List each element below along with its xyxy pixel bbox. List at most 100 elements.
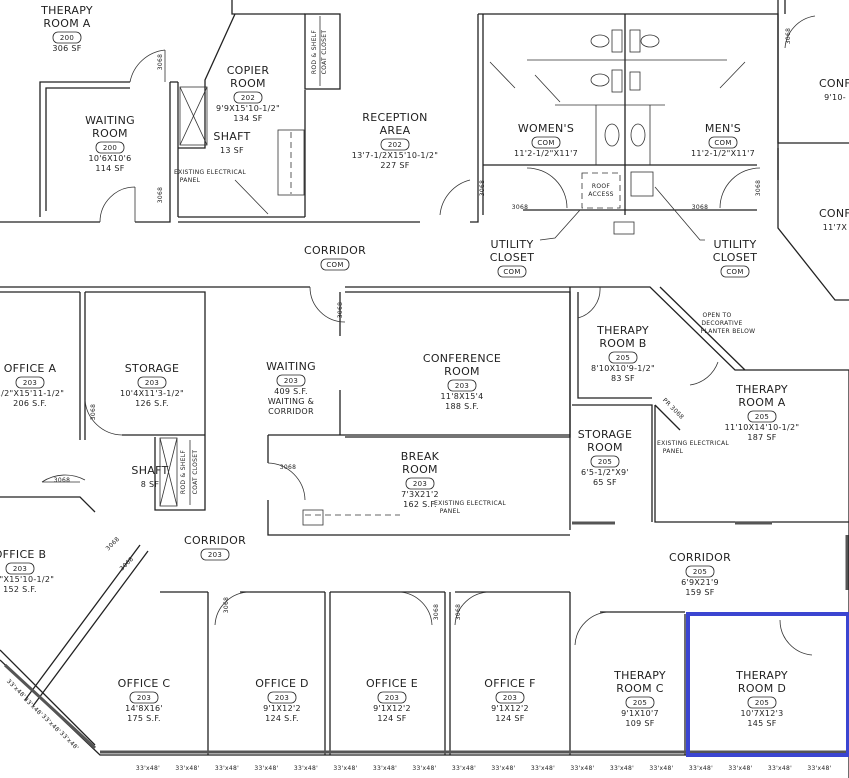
door-size-label: 3068 xyxy=(785,28,792,44)
room-tag-badge xyxy=(747,696,777,709)
room-number: 205 xyxy=(616,354,630,362)
room-name: CORRIDOR xyxy=(304,244,366,257)
selected-room-highlight[interactable] xyxy=(686,612,849,757)
room-name: THERAPY xyxy=(40,4,93,17)
room-name: CONF xyxy=(819,207,849,220)
room-tag-badge xyxy=(747,410,777,423)
room-number: 200 xyxy=(60,34,74,42)
room-number: 202 xyxy=(241,94,255,102)
right-wing-walls xyxy=(777,0,849,301)
room-number: 205 xyxy=(693,568,707,576)
window-size-label: 33'x48' xyxy=(412,765,436,772)
room-dimensions: 6'9X21'9 xyxy=(681,578,719,587)
east-wing-walls xyxy=(570,286,849,778)
room-name: ROOM xyxy=(444,365,480,378)
room-number: 200 xyxy=(103,144,117,152)
room-name: ROOM A xyxy=(43,17,90,30)
room-area: 145 SF xyxy=(747,719,776,728)
room-note: CORRIDOR xyxy=(268,407,314,416)
room-name: CONFERENCE xyxy=(423,352,501,365)
room-conference-partial-2[interactable]: CONF 11'7X xyxy=(819,207,849,232)
room-tag-badge xyxy=(497,265,527,278)
room-name: ROOM A xyxy=(738,396,785,409)
window-size-label: 33'x48' xyxy=(175,765,199,772)
room-tag-badge xyxy=(320,258,350,271)
window-size-label: 33'x48' xyxy=(689,765,713,772)
room-number: 205 xyxy=(633,699,647,707)
room-area: 159 SF xyxy=(685,588,714,597)
room-area: 124 SF xyxy=(495,714,524,723)
electrical-panel-label: EXISTING ELECTRICAL xyxy=(657,440,729,447)
room-conference-partial-1[interactable]: CONF 9'10- xyxy=(819,77,849,102)
room-tag-badge xyxy=(708,136,738,149)
room-name: WAITING xyxy=(85,114,135,127)
room-dimensions: 9'1X12'2 xyxy=(491,704,529,713)
door-size-label: 3068 xyxy=(280,464,296,471)
room-tag-badge xyxy=(495,691,525,704)
window-size-label: 33'x48' xyxy=(373,765,397,772)
room-tag-badge xyxy=(276,374,306,387)
room-name: RECEPTION xyxy=(362,111,427,124)
room-name: WOMEN'S xyxy=(518,122,574,135)
room-number: 205 xyxy=(755,413,769,421)
room-area: 152 S.F. xyxy=(3,585,37,594)
room-dimensions: 11'7X xyxy=(823,223,848,232)
room-tag-badge xyxy=(590,455,620,468)
room-dimensions: 11'2-1/2"X11'7 xyxy=(691,149,755,158)
rod-shelf-label: ROD & SHELF xyxy=(311,30,318,74)
room-name: UTILITY xyxy=(714,238,757,251)
window-size-label: 33'x48' xyxy=(294,765,318,772)
room-area: 187 SF xyxy=(747,433,776,442)
room-dimensions: 6'5-1/2"X9' xyxy=(581,468,629,477)
room-number: 203 xyxy=(145,379,159,387)
room-tag-badge xyxy=(380,138,410,151)
room-dimensions: 9'10- xyxy=(824,93,846,102)
room-name: OFFICE D xyxy=(255,677,309,690)
room-number: 203 xyxy=(385,694,399,702)
room-area: 124 S.F. xyxy=(265,714,299,723)
room-office-b[interactable]: OFFICE B2031/2"X15'10-1/2"152 S.F. xyxy=(0,548,54,594)
electrical-panel-label: PANEL xyxy=(440,508,461,515)
room-dimensions: 7'3X21'2 xyxy=(401,490,439,499)
room-name: SHAFT xyxy=(131,464,168,477)
room-number: COM xyxy=(714,139,731,147)
room-dimensions: 10'4X11'3-1/2" xyxy=(120,389,184,398)
roof-access-label: ACCESS xyxy=(588,191,614,198)
room-tag-badge xyxy=(137,376,167,389)
window-size-label: 33'x48' xyxy=(215,765,239,772)
electrical-panel-label: PANEL xyxy=(180,177,201,184)
room-name: OFFICE E xyxy=(366,677,418,690)
room-number: 203 xyxy=(275,694,289,702)
room-name: CONF xyxy=(819,77,849,90)
room-name: CORRIDOR xyxy=(184,534,246,547)
room-tag-badge xyxy=(685,565,715,578)
